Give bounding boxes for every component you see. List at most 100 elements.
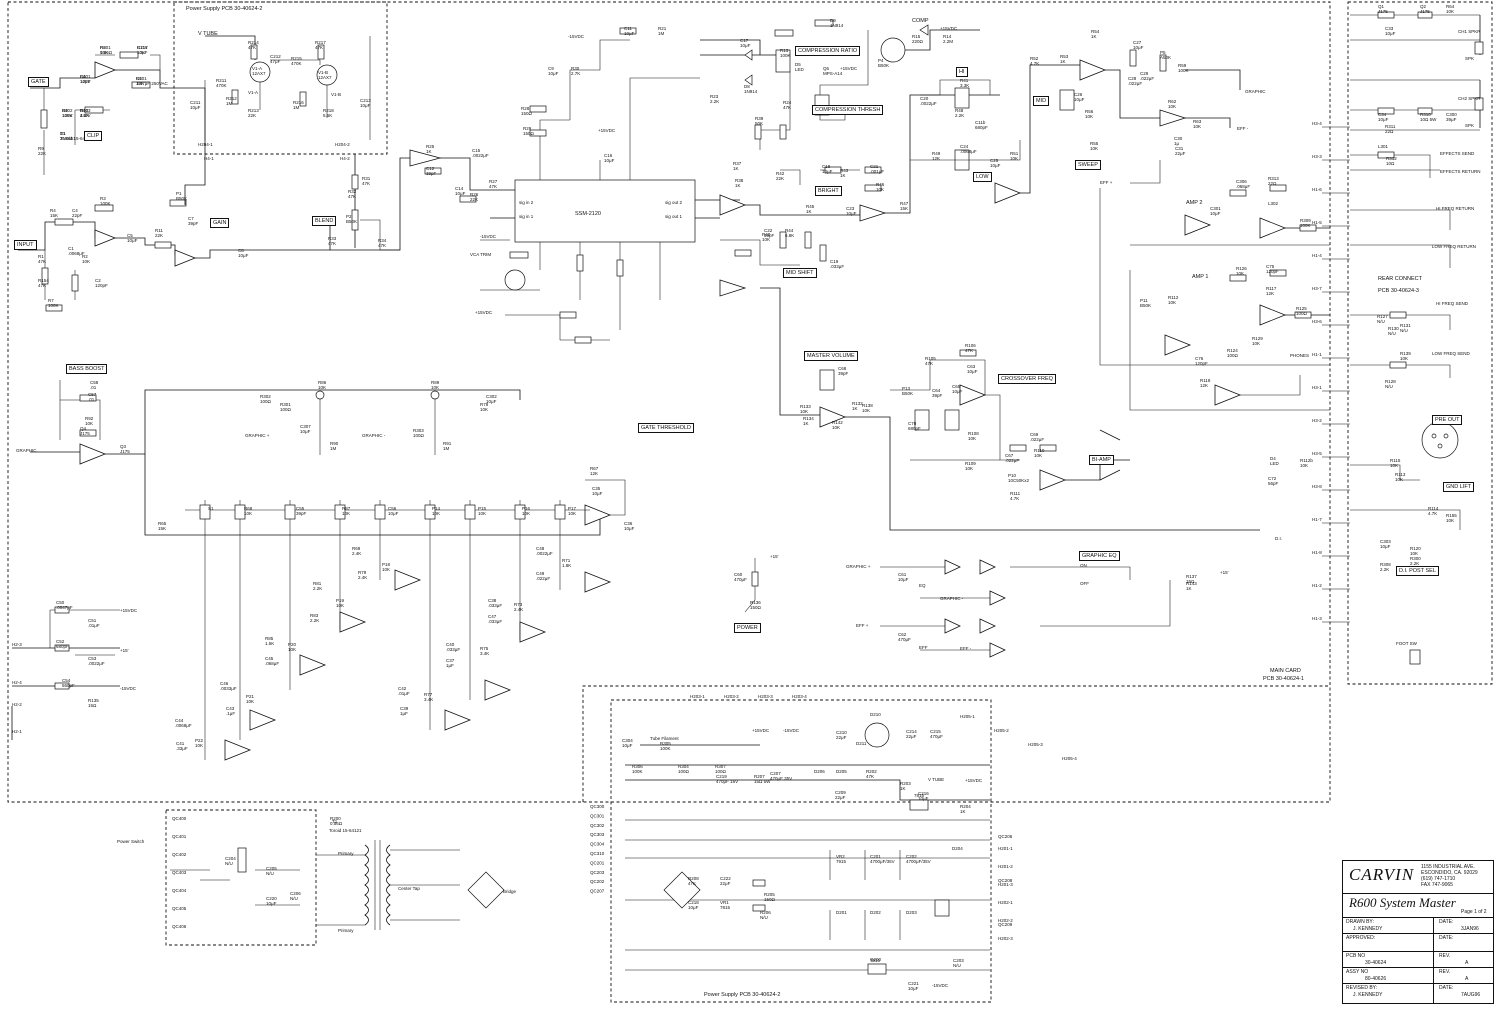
psu-pcb-outline bbox=[610, 699, 992, 1003]
component-value: .022μF bbox=[536, 576, 550, 581]
component-ref: C218 bbox=[688, 900, 699, 905]
svg-text:+15VDC: +15VDC bbox=[120, 608, 138, 613]
component-ref: R218 bbox=[323, 108, 334, 113]
component-value: 10μF bbox=[1133, 45, 1144, 50]
component-value: 470K bbox=[291, 61, 302, 66]
component-value: 56pF bbox=[1268, 481, 1279, 486]
component-ref: R32 bbox=[348, 189, 357, 194]
component-value: A50K bbox=[1160, 55, 1171, 60]
component-ref: C38 bbox=[488, 598, 497, 603]
component-value: 10K bbox=[1410, 551, 1418, 556]
component-value: 1M bbox=[226, 101, 233, 106]
component-value: 470μF bbox=[898, 637, 911, 642]
component-ref: C12 bbox=[426, 166, 435, 171]
component-ref: R77 bbox=[424, 692, 433, 697]
component-value: 1M bbox=[443, 446, 450, 451]
main-card-pcb: PCB 30-40624-1 bbox=[1263, 676, 1304, 682]
address-line-2: ESCONDIDO, CA. 92029 bbox=[1421, 870, 1478, 876]
component-ref: R33 bbox=[328, 236, 337, 241]
component-ref: R5 bbox=[136, 76, 142, 81]
component-value: 12AX7 bbox=[252, 71, 266, 76]
ac-input-outline bbox=[165, 809, 317, 946]
component-ref: P19 bbox=[336, 598, 345, 603]
component-ref: R112 bbox=[1168, 295, 1179, 300]
di-post-sel-box: D.I. POST SEL bbox=[1396, 566, 1439, 576]
psu-header-pin: H205-4 bbox=[1062, 756, 1077, 761]
component-value: 100Ω bbox=[715, 769, 727, 774]
component-ref: L302 bbox=[1268, 201, 1279, 206]
power-supply-section: Tube Filament +15VDC -15VDC V TUBE +15VD… bbox=[467, 722, 990, 988]
svg-text:Center Tap: Center Tap bbox=[398, 886, 420, 891]
component-ref: R45 bbox=[806, 204, 815, 209]
component-value: 47K bbox=[328, 241, 336, 246]
component-ref: R113 bbox=[1395, 472, 1406, 477]
main-card-label: MAIN CARD bbox=[1270, 668, 1301, 674]
component-value: N/U bbox=[1385, 384, 1393, 389]
component-value: 10K bbox=[1193, 124, 1201, 129]
component-value: 1K bbox=[840, 173, 846, 178]
component-value: 10K bbox=[318, 385, 326, 390]
component-value: .033μF bbox=[488, 603, 502, 608]
component-value: 470μF bbox=[734, 577, 747, 582]
component-value: 560pF bbox=[62, 683, 75, 688]
component-ref: R52 bbox=[1030, 56, 1039, 61]
component-value: N/U bbox=[1388, 331, 1396, 336]
component-value: 22K bbox=[38, 151, 46, 156]
component-ref: B403 bbox=[80, 108, 91, 113]
component-value: 22K bbox=[470, 197, 478, 202]
component-value: 10K bbox=[342, 511, 350, 516]
component-ref: C15 bbox=[472, 148, 481, 153]
svg-text:+15VDC: +15VDC bbox=[475, 310, 493, 315]
component-value: 12AX7 bbox=[318, 75, 332, 80]
component-value: 4700μF/35V bbox=[906, 859, 931, 864]
svg-text:H204-1: H204-1 bbox=[198, 142, 213, 147]
graphic-eq-section: BASS BOOST GRAPHIC + GRAPHIC - GRAPHIC bbox=[16, 364, 626, 761]
component-value: 15Ω 5W bbox=[754, 779, 771, 784]
component-ref: R204 bbox=[960, 804, 971, 809]
component-ref: C7 bbox=[188, 216, 194, 221]
gain-box: GAIN bbox=[210, 218, 230, 228]
component-ref: C401 bbox=[136, 76, 147, 81]
component-ref: C217 bbox=[137, 45, 148, 50]
component-value: 10μF bbox=[604, 158, 615, 163]
component-ref: C22 bbox=[764, 228, 773, 233]
svg-text:H204-2: H204-2 bbox=[335, 142, 350, 147]
rear-connect-label: REAR CONNECT bbox=[1378, 276, 1423, 282]
component-ref: R127 bbox=[1377, 314, 1388, 319]
component-value: 15K bbox=[100, 50, 108, 55]
component-ref: C18 bbox=[822, 164, 831, 169]
component-value: 47K bbox=[348, 194, 356, 199]
component-ref: R211 bbox=[216, 78, 227, 83]
component-value: N/U bbox=[290, 896, 298, 901]
svg-text:EQ: EQ bbox=[919, 583, 926, 588]
component-value: 2.4K bbox=[352, 551, 361, 556]
component-ref: B402 bbox=[62, 108, 73, 113]
component-ref: R29 bbox=[523, 126, 532, 131]
component-value: 39pF bbox=[838, 371, 849, 376]
drawing-title: R600 System Master bbox=[1349, 895, 1456, 910]
component-ref: R54 bbox=[1091, 29, 1100, 34]
component-ref: R205 bbox=[764, 892, 775, 897]
brand-logo: CARVIN bbox=[1349, 865, 1415, 884]
component-ref: R217 bbox=[315, 40, 326, 45]
component-ref: Q1 bbox=[1378, 4, 1385, 9]
component-value: 22μF bbox=[720, 881, 731, 886]
component-ref: Q6 bbox=[823, 66, 830, 71]
component-value: 10μF bbox=[918, 796, 929, 801]
svg-text:sig out 2: sig out 2 bbox=[665, 200, 683, 205]
component-ref: R305 bbox=[660, 741, 671, 746]
component-ref: D8 bbox=[744, 84, 750, 89]
component-value: N/U bbox=[225, 861, 233, 866]
component-ref: R300 bbox=[1410, 556, 1421, 561]
drawn-by: J. KENNEDY bbox=[1353, 926, 1383, 932]
component-ref: R89 bbox=[431, 380, 440, 385]
qc-connector: QC208 bbox=[998, 878, 1013, 883]
component-ref: R308 bbox=[1380, 562, 1391, 567]
component-ref: R132 bbox=[852, 401, 863, 406]
component-ref: P18 bbox=[382, 562, 391, 567]
component-value: N/U bbox=[1377, 319, 1385, 324]
svg-text:GRAPHIC -: GRAPHIC - bbox=[362, 433, 386, 438]
component-value: 10K bbox=[136, 81, 144, 86]
component-ref: R110 bbox=[1034, 448, 1045, 453]
qc-connector: QC400 bbox=[172, 816, 187, 821]
